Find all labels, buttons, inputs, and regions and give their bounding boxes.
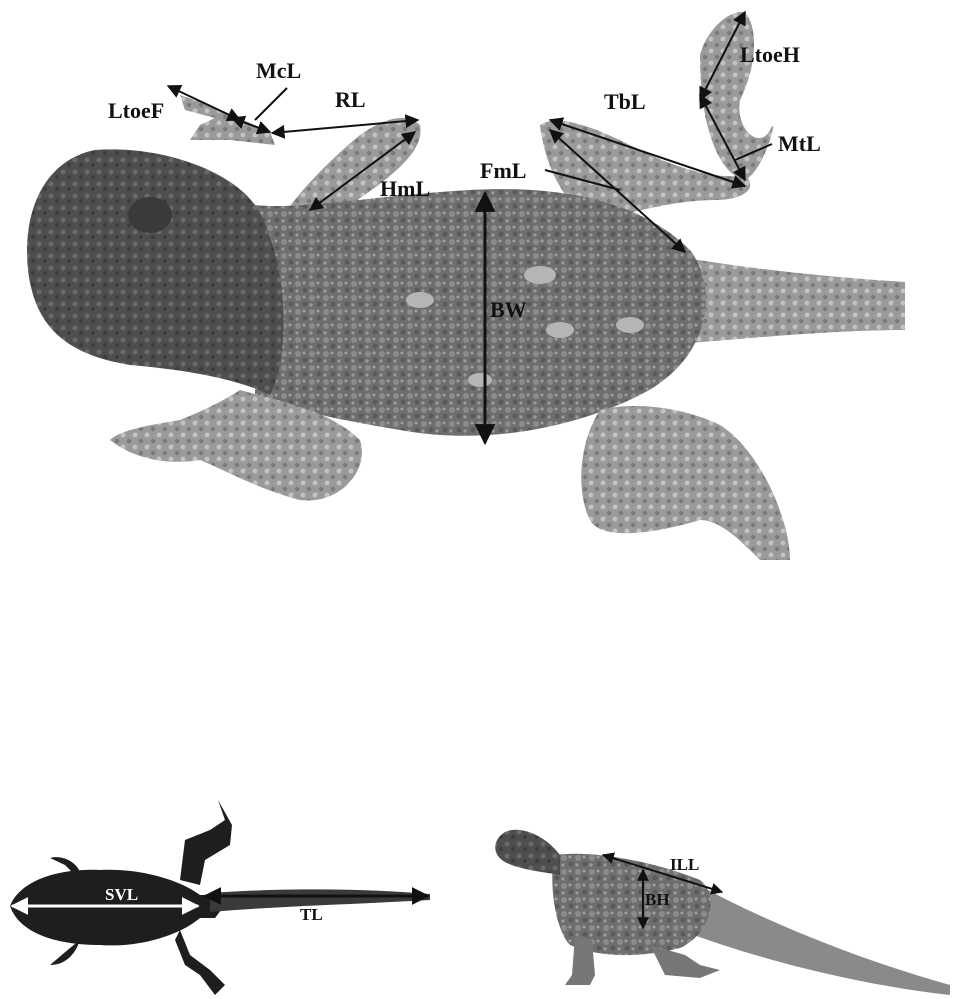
front-left-foot [180,95,275,145]
label-bh: BH [645,890,670,909]
label-bw: BW [490,297,527,322]
label-ltoef: LtoeF [108,98,164,123]
silhouette-front-right-leg [50,940,80,965]
body-spot [468,373,492,387]
side-view-lizard [495,830,950,995]
label-fml: FmL [480,158,526,183]
head-marking [128,197,172,233]
body-spot [406,292,434,308]
hind-left-leg [581,406,790,560]
side-head [495,830,560,875]
hind-right-foot [700,12,773,180]
side-tail [680,880,950,995]
silhouette-hind-right-leg [175,930,225,995]
silhouette-hind-left-leg [180,800,232,885]
label-tbl: TbL [604,89,646,114]
label-mtl: MtL [778,131,821,156]
body-shape [255,189,706,436]
label-mcl: McL [256,58,301,83]
dorsal-view-lizard [27,12,905,560]
label-ltoeh: LtoeH [740,42,800,67]
head-shape [27,149,283,395]
label-svl: SVL [105,885,138,904]
label-rl: RL [335,87,366,112]
label-ill: ILL [670,855,699,874]
label-tl: TL [300,905,323,924]
body-spot [546,322,574,338]
body-spot [524,266,556,284]
body-spot [616,317,644,333]
side-hind-leg [650,945,720,978]
label-hml: HmL [380,176,430,201]
mcl-leader [255,88,287,120]
